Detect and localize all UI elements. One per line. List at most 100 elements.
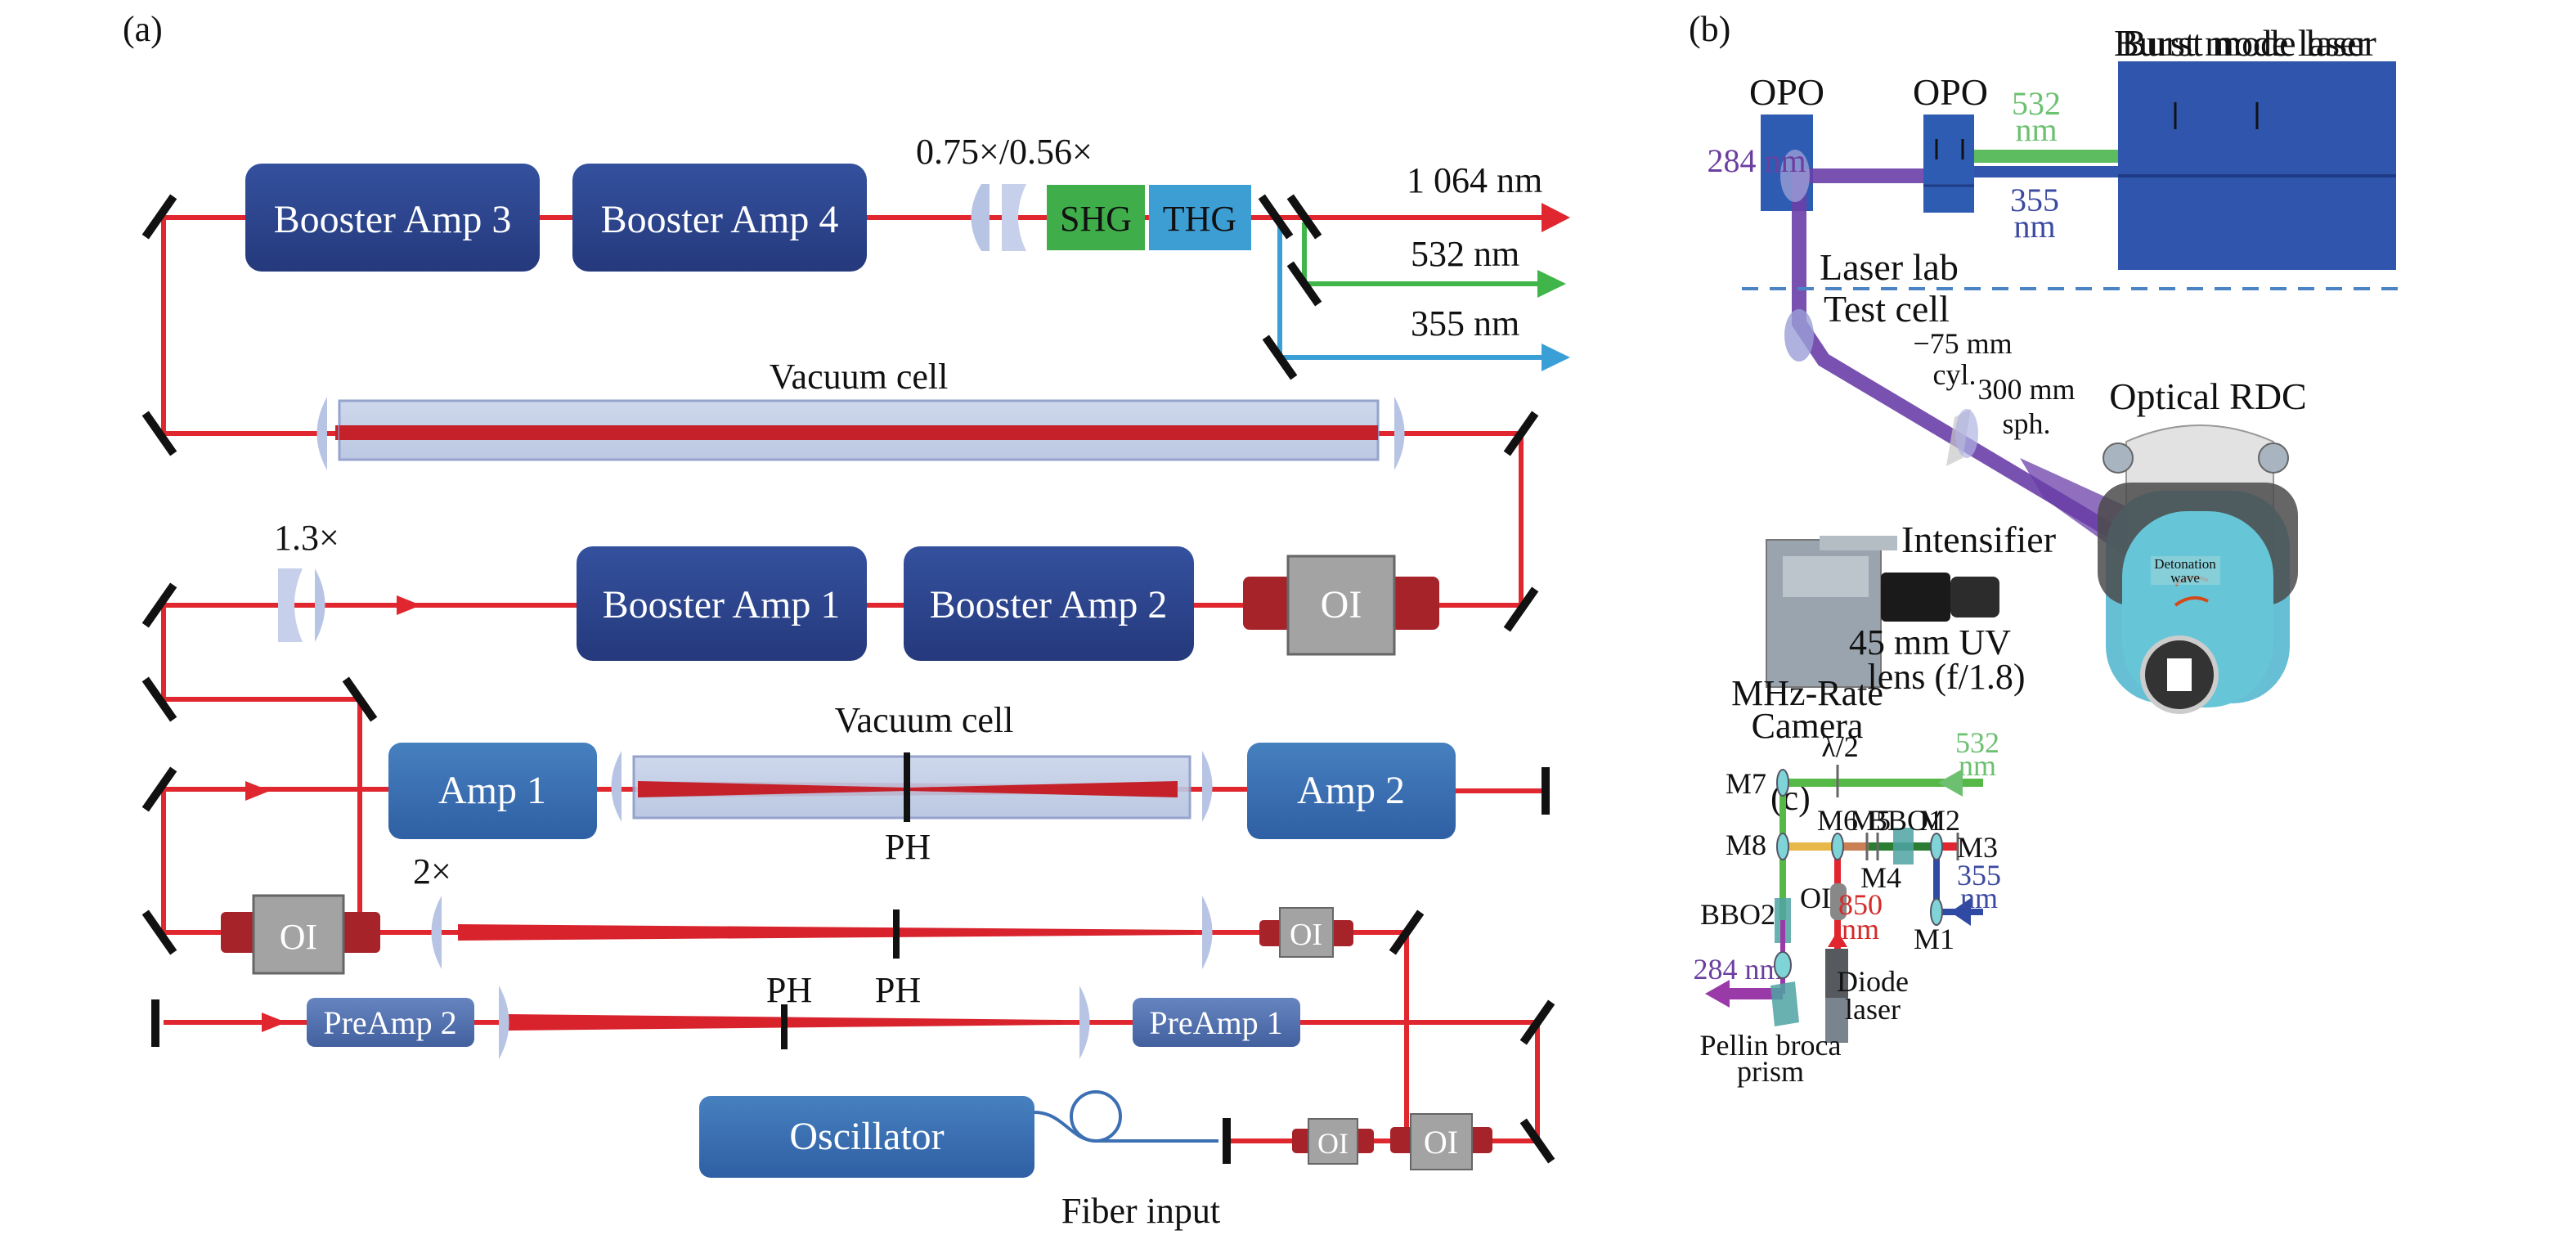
focus-beam-oi-row [458,924,1194,941]
bbo2-label: BBO2 [1700,898,1775,931]
mirror-icon [1519,999,1555,1045]
lens-convex-icon [971,184,990,251]
camera-label-b: Camera [1752,706,1864,746]
detonation-label-a: Detonation [2154,556,2216,572]
sph-lens-icon [1955,409,1978,458]
detonation-wave-tag [2151,556,2220,585]
lens-icon [1079,986,1090,1059]
mirror-icon [141,411,177,456]
mirror-icon [151,999,159,1047]
mirror-icon [141,909,177,955]
lens-icon [1394,397,1405,470]
cyl-lens-label-b: cyl. [1933,358,1977,391]
mirror-icon [1542,767,1550,815]
shg-box [1047,185,1145,250]
telescope-top-label: 0.75×/0.56× [916,132,1093,172]
laser-lab-label: Laser lab [1820,246,1959,288]
prism-label-b: prism [1737,1055,1804,1088]
lens-icon [316,397,327,470]
mirror-icon [141,582,177,628]
mirror-icon [1780,150,1810,202]
optical-isolator-oi-row: OI [221,894,380,975]
oscillator-box [699,1096,1034,1178]
oi-label: OI [1321,583,1362,626]
booster-amp-2-box [904,546,1194,661]
optical-isolator-small-2: OI [1292,1118,1374,1165]
camera-label-a: MHz-Rate [1731,673,1883,713]
out-532-label: 532 nm [1411,234,1519,274]
lens-icon [1774,951,1792,979]
ph-label: PH [875,970,921,1010]
c-w355-b: nm [1960,882,1998,914]
prism-label-a: Pellin broca [1700,1029,1842,1062]
fiber-loop-icon [1070,1090,1122,1143]
pinhole-icon [781,1004,788,1049]
c-w532-b: nm [1959,749,1996,782]
panel-b-clean: OPO Burst mode laser 532 nm 355 nm 284 n… [1707,22,2408,746]
booster-amp-3-label: Booster Amp 3 [274,198,512,241]
beam-532-link [1974,150,2118,163]
telescope-2-label: 2× [413,851,451,891]
arrow-284-icon [1705,980,1730,1008]
intensifier-label: Intensifier [1901,519,2056,560]
cyl-lens-label-a: −75 mm [1913,327,2012,360]
mirror-icon [1503,586,1539,632]
c-w850-b: nm [1842,913,1879,945]
mirror-icon [1389,909,1425,955]
w532-label-a: 532 [2012,85,2061,122]
panel-b-label: (b) [1689,9,1730,49]
booster-amp-4-label: Booster Amp 4 [601,198,839,241]
optical-rdc-label: Optical RDC [2109,375,2306,417]
vacuum-cell-top-label: Vacuum cell [770,357,949,397]
beam-direction-arrow-icon [397,595,421,615]
c-oi-label: OI [1800,882,1831,914]
uv-lens-icon [1881,573,1999,622]
half-wave-label: λ/2 [1821,730,1858,763]
panel-a-label: (a) [123,9,163,49]
mirror-icon [342,676,378,722]
mirror-m1-icon [1930,898,1943,926]
test-cell-label: Test cell [1824,288,1950,330]
mirror-icon [1519,1118,1555,1164]
ph-label: PH [766,970,812,1010]
shg-label: SHG [1060,199,1132,239]
oi-icon [1830,883,1847,920]
m6-label: M6 [1817,804,1858,837]
c-w850-a: 850 [1838,888,1883,921]
booster-amp-1-box [577,546,867,661]
panel-a: (a) [123,9,1570,1231]
oscillator-label: Oscillator [789,1115,944,1158]
mirror-icon [1286,194,1322,240]
uv-lens-label-a: 45 mm UV [1849,622,2011,662]
thg-label: THG [1163,199,1236,239]
lens-icon [499,986,509,1059]
c-w532-a: 532 [1955,726,1999,759]
out-1064-label: 1 064 nm [1407,160,1542,200]
mirror-m8-icon [1776,833,1789,860]
mirror-icon [1784,309,1814,362]
m7-label: M7 [1726,767,1766,800]
mirror-icon [1223,1118,1231,1164]
m1-label: M1 [1914,923,1954,955]
mirror-icon [141,194,177,240]
arrow-850-icon [1828,931,1847,947]
lens-icon [1202,896,1213,969]
pellin-broca-prism-icon [1770,981,1799,1026]
amp-2-label: Amp 2 [1297,769,1405,812]
fiber-input-label: Fiber input [1061,1191,1220,1231]
m8-label: M8 [1726,829,1766,861]
mirror-m6-icon [1831,833,1844,860]
arrow-355-icon [1950,898,1971,926]
beam-355-link [1974,166,2118,177]
mirror-icon [141,676,177,722]
vacuum-cell-mid-label: Vacuum cell [835,700,1014,740]
vacuum-cell-top-beam-inner [339,425,1378,440]
w355-label-b: nm [2013,208,2055,245]
preamp-2-box [307,998,474,1047]
arrow-1064-icon [1542,203,1570,232]
mirror-icon [1503,411,1539,456]
opo-label: OPO [1749,71,1824,113]
lens-concave-icon [278,568,303,642]
sph-lens-label-a: 300 mm [1977,373,2075,406]
